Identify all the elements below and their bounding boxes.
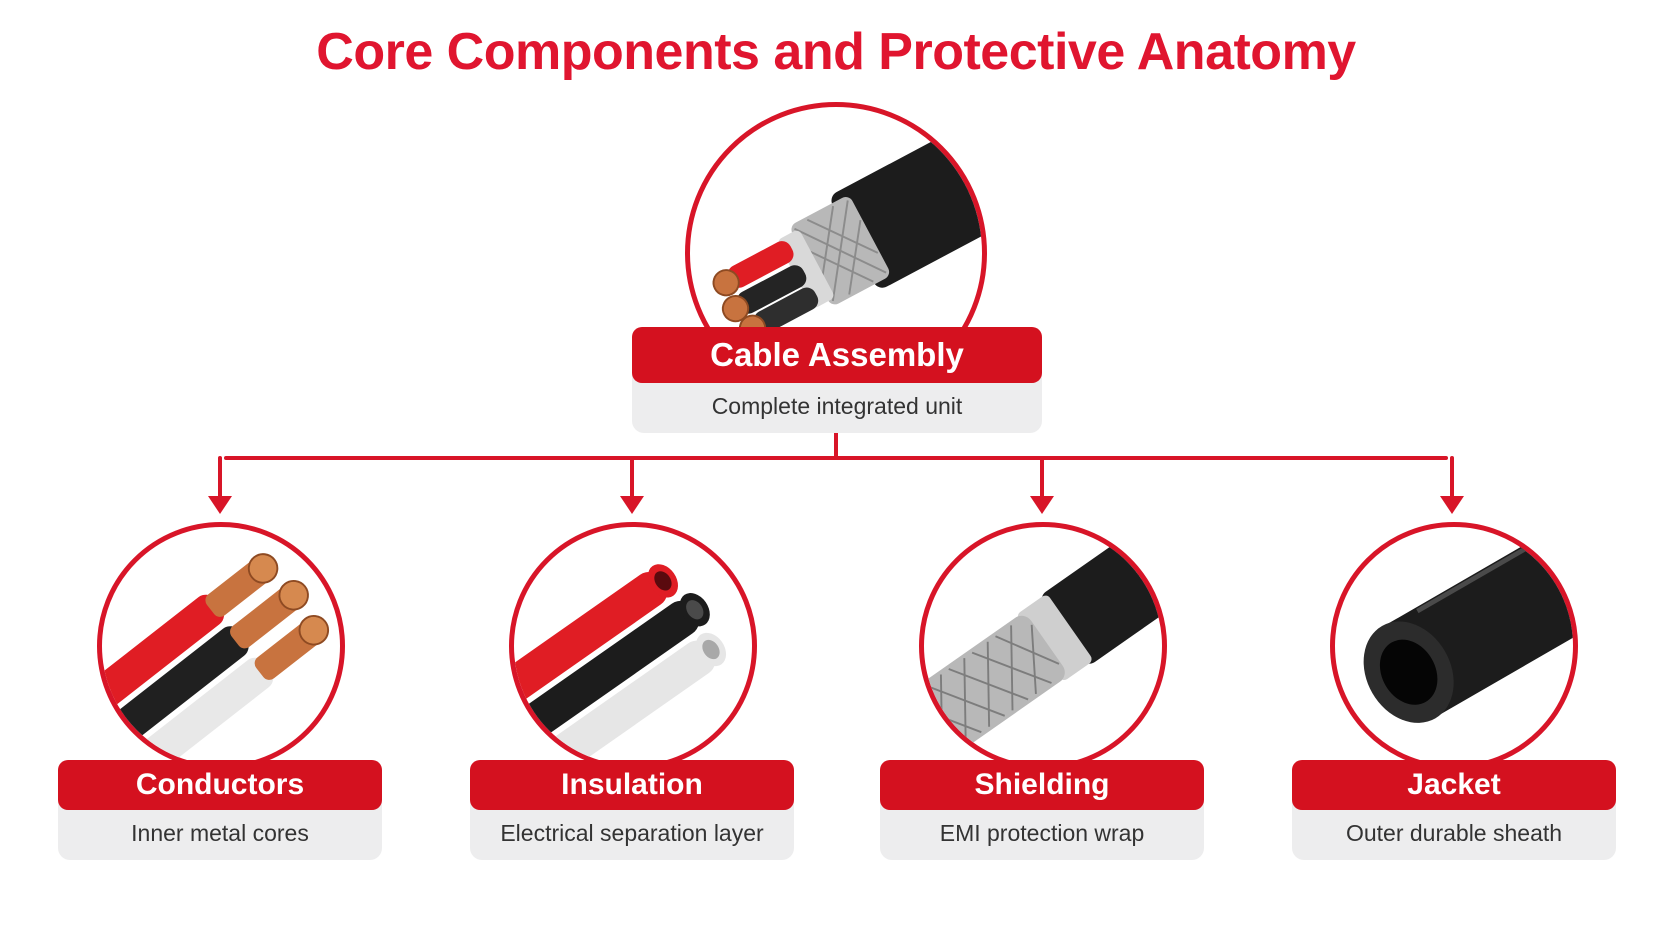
- component-card-shielding[interactable]: Shielding EMI protection wrap: [880, 760, 1204, 860]
- shielding-image-circle: [919, 522, 1167, 770]
- component-card-conductors[interactable]: Conductors Inner metal cores: [58, 760, 382, 860]
- component-card-insulation[interactable]: Insulation Electrical separation layer: [470, 760, 794, 860]
- insulation-tubes-icon: [514, 564, 727, 765]
- arrow-head-shielding: [1030, 496, 1054, 514]
- outer-jacket-icon: [1363, 527, 1573, 723]
- root-card[interactable]: Cable Assembly Complete integrated unit: [632, 327, 1042, 433]
- arrow-head-jacket: [1440, 496, 1464, 514]
- jacket-image-circle: [1330, 522, 1578, 770]
- arrow-head-conductors: [208, 496, 232, 514]
- component-description-shielding: EMI protection wrap: [880, 802, 1204, 860]
- insulation-image-circle: [509, 522, 757, 770]
- component-title-jacket: Jacket: [1292, 760, 1616, 810]
- component-title-shielding: Shielding: [880, 760, 1204, 810]
- page-title: Core Components and Protective Anatomy: [316, 23, 1356, 81]
- multi-core-shielded-cable-icon: [712, 113, 982, 342]
- conductors-image-circle: [97, 522, 345, 770]
- root-card-description: Complete integrated unit: [632, 375, 1042, 433]
- component-description-insulation: Electrical separation layer: [470, 802, 794, 860]
- component-title-conductors: Conductors: [58, 760, 382, 810]
- component-description-conductors: Inner metal cores: [58, 802, 382, 860]
- component-card-jacket[interactable]: Jacket Outer durable sheath: [1292, 760, 1616, 860]
- component-title-insulation: Insulation: [470, 760, 794, 810]
- component-description-jacket: Outer durable sheath: [1292, 802, 1616, 860]
- braided-shield-icon: [924, 530, 1162, 764]
- root-card-title: Cable Assembly: [632, 327, 1042, 383]
- arrow-head-insulation: [620, 496, 644, 514]
- copper-conductors-icon: [102, 553, 330, 765]
